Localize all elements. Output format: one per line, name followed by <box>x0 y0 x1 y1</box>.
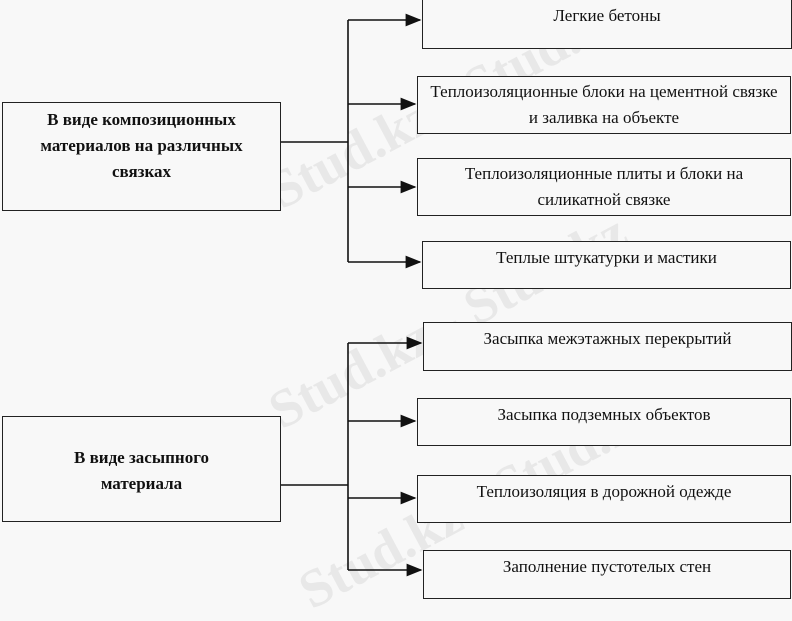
item-box: Теплоизоляционные блоки на цементной свя… <box>417 76 791 134</box>
item-box: Заполнение пустотелых стен <box>423 550 791 599</box>
item-label: Теплоизоляция в дорожной одежде <box>476 482 732 501</box>
item-label: Засыпка межэтажных перекрытий <box>483 329 732 348</box>
item-box: Засыпка межэтажных перекрытий <box>423 322 792 371</box>
item-box: Теплоизоляция в дорожной одежде <box>417 475 791 523</box>
item-box: Засыпка подземных объектов <box>417 398 791 446</box>
connector-lines <box>277 13 423 577</box>
group-box-composite: В виде композиционных материалов на разл… <box>2 102 281 211</box>
item-label: Теплоизоляционные блоки на цементной свя… <box>430 82 778 127</box>
item-box: Теплые штукатурки и мастики <box>422 241 791 289</box>
item-box: Легкие бетоны <box>422 0 792 49</box>
group-title: В виде засыпного материала <box>74 448 209 493</box>
item-label: Засыпка подземных объектов <box>497 405 711 424</box>
item-label: Теплоизоляционные плиты и блоки на силик… <box>464 164 744 209</box>
group-title: В виде композиционных материалов на разл… <box>40 110 243 181</box>
item-box: Теплоизоляционные плиты и блоки на силик… <box>417 158 791 216</box>
group-box-loose-fill: В виде засыпного материала <box>2 416 281 522</box>
item-label: Легкие бетоны <box>553 6 661 25</box>
item-label: Теплые штукатурки и мастики <box>496 248 717 267</box>
item-label: Заполнение пустотелых стен <box>502 557 712 576</box>
